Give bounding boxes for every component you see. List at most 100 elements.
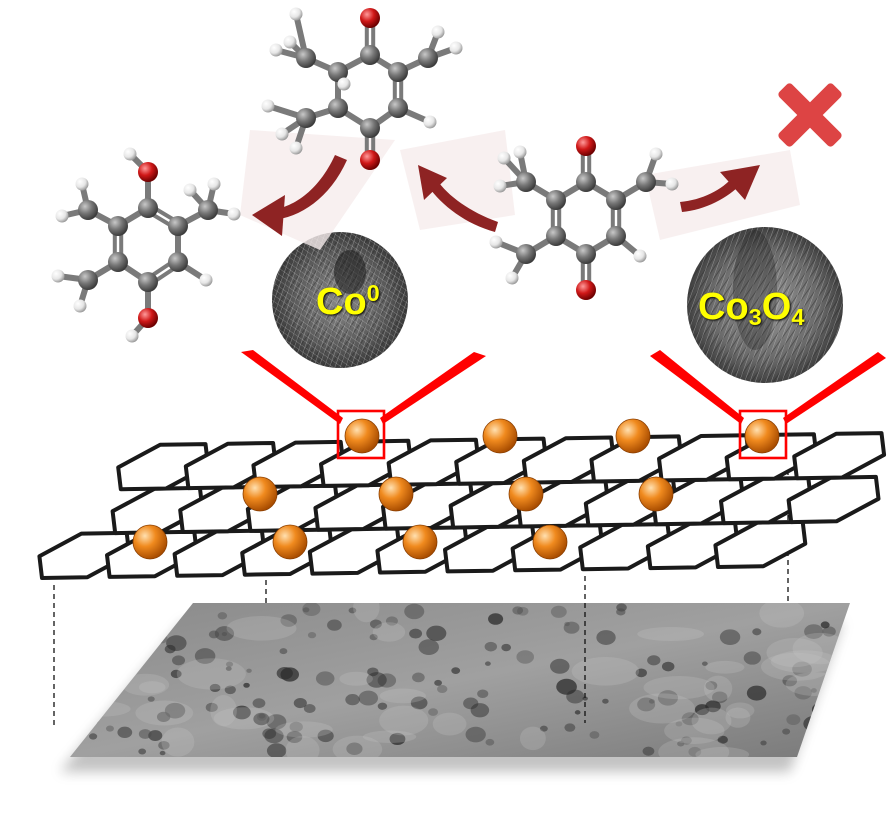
- tem-particle-spot: [556, 678, 577, 695]
- tem-particle-spot: [345, 694, 360, 706]
- tem-particle-spot: [377, 702, 388, 710]
- tem-bright-region: [637, 626, 705, 642]
- tem-particle-spot: [302, 603, 321, 617]
- hydrogen-atom: [55, 209, 69, 223]
- tem-particle-spot: [209, 683, 221, 693]
- hydrogen-atom: [337, 77, 351, 91]
- tem-particle-spot: [70, 648, 78, 658]
- tem-substrate-slab: [60, 603, 850, 772]
- hydrogen-atom: [75, 177, 89, 191]
- oxygen-atom: [576, 280, 596, 300]
- tem-bright-region: [432, 712, 467, 736]
- tem-particle-spot: [91, 617, 104, 627]
- tem-particle-spot: [635, 668, 647, 678]
- tem-bright-region: [226, 616, 297, 641]
- cobalt-nanoparticle: [508, 476, 544, 512]
- tem-particle-spot: [647, 655, 661, 666]
- tem-particle-spot: [147, 696, 155, 702]
- tem-particle-spot: [822, 626, 836, 637]
- tem-particle-spot: [217, 612, 228, 620]
- molecule-models: [51, 7, 679, 343]
- tem-particle-spot: [266, 714, 287, 730]
- tem-bright-region: [705, 660, 745, 674]
- tem-particle-spot: [366, 672, 387, 688]
- cobalt-nanoparticles: [132, 418, 780, 560]
- tem-particle-spot: [437, 685, 448, 694]
- tem-particle-spot: [465, 726, 486, 743]
- tem-particle-spot: [434, 679, 442, 686]
- tem-particle-spot: [106, 725, 114, 732]
- tem-particle-spot: [164, 702, 186, 719]
- tem-particle-spot: [279, 648, 288, 655]
- carbon-atom: [328, 98, 348, 118]
- tem-particle-spot: [194, 648, 216, 664]
- tem-particle-spot: [782, 675, 798, 687]
- co0-label-main: Co: [316, 280, 367, 323]
- tem-particle-spot: [214, 626, 235, 641]
- tem-particle-spot: [794, 686, 812, 700]
- cobalt-nanoparticle: [242, 476, 278, 512]
- arrow-to-rejected: [680, 165, 760, 212]
- tem-particle-spot: [564, 621, 570, 627]
- tem-particle-spot: [346, 742, 363, 756]
- hydrogen-atom: [269, 43, 283, 57]
- tem-particle-spot: [164, 644, 176, 654]
- tem-particle-spot: [138, 748, 147, 755]
- tem-particle-spot: [307, 631, 317, 639]
- carbon-atom: [328, 62, 348, 82]
- trimethylquinone-molecule: [489, 136, 679, 300]
- tem-particle-spot: [95, 685, 116, 701]
- oxygen-atom: [138, 308, 158, 328]
- cobalt-nanoparticle: [638, 476, 674, 512]
- lattice-hexagon: [792, 431, 887, 481]
- tem-particle-spot: [280, 614, 297, 627]
- oxygen-atom: [138, 162, 158, 182]
- tem-bright-region: [176, 658, 246, 690]
- tem-particle-spot: [71, 712, 81, 719]
- carbon-atom: [138, 198, 158, 218]
- hydrogen-atom: [493, 179, 507, 193]
- hydrogen-atom: [123, 147, 137, 161]
- tem-particle-spot: [484, 641, 498, 652]
- tem-particle-spot: [289, 721, 303, 732]
- arrow-to-quinone: [418, 165, 498, 232]
- tem-particle-spot: [657, 690, 679, 706]
- hydrogen-atom: [449, 41, 463, 55]
- tem-particle-spot: [743, 651, 761, 665]
- tem-particle-spot: [92, 719, 99, 724]
- tem-particle-spot: [404, 603, 425, 620]
- tem-bright-region: [571, 657, 640, 686]
- tem-particle-spot: [264, 728, 284, 744]
- tem-particle-spot: [810, 688, 817, 693]
- tem-particle-spot: [418, 639, 439, 655]
- tem-bright-region: [643, 676, 715, 700]
- co0-label: Co0: [316, 280, 380, 323]
- carbon-atom: [198, 200, 218, 220]
- tem-bright-region: [210, 695, 237, 727]
- hydrogen-atom: [283, 35, 297, 49]
- tem-bright-region: [135, 700, 194, 726]
- tem-particle-spot: [681, 712, 699, 726]
- tem-bright-region: [691, 707, 732, 735]
- cobalt-nanoparticle: [482, 418, 518, 454]
- tem-particle-spot: [117, 726, 133, 739]
- hydrogen-atom: [497, 151, 511, 165]
- tem-particle-spot: [484, 661, 491, 666]
- oxygen-atom: [576, 136, 596, 156]
- tem-particle-spot: [719, 629, 741, 646]
- hydrogen-atom: [423, 115, 437, 129]
- tem-particle-spot: [358, 690, 379, 706]
- cobalt-nanoparticle: [132, 524, 168, 560]
- tem-particle-spot: [138, 729, 152, 739]
- hydrogen-atom: [289, 141, 303, 155]
- tem-particle-spot: [642, 746, 655, 756]
- tem-particle-spot: [589, 731, 600, 739]
- hydrogen-atom: [431, 25, 445, 39]
- hydrogen-atom: [51, 269, 65, 283]
- hydrogen-atom: [633, 249, 647, 263]
- tem-bright-region: [138, 681, 166, 694]
- cobalt-nanoparticle: [272, 524, 308, 560]
- co3o4-label-sub1: 3: [748, 303, 762, 330]
- oxygen-atom: [360, 8, 380, 28]
- tem-particle-spot: [811, 702, 830, 717]
